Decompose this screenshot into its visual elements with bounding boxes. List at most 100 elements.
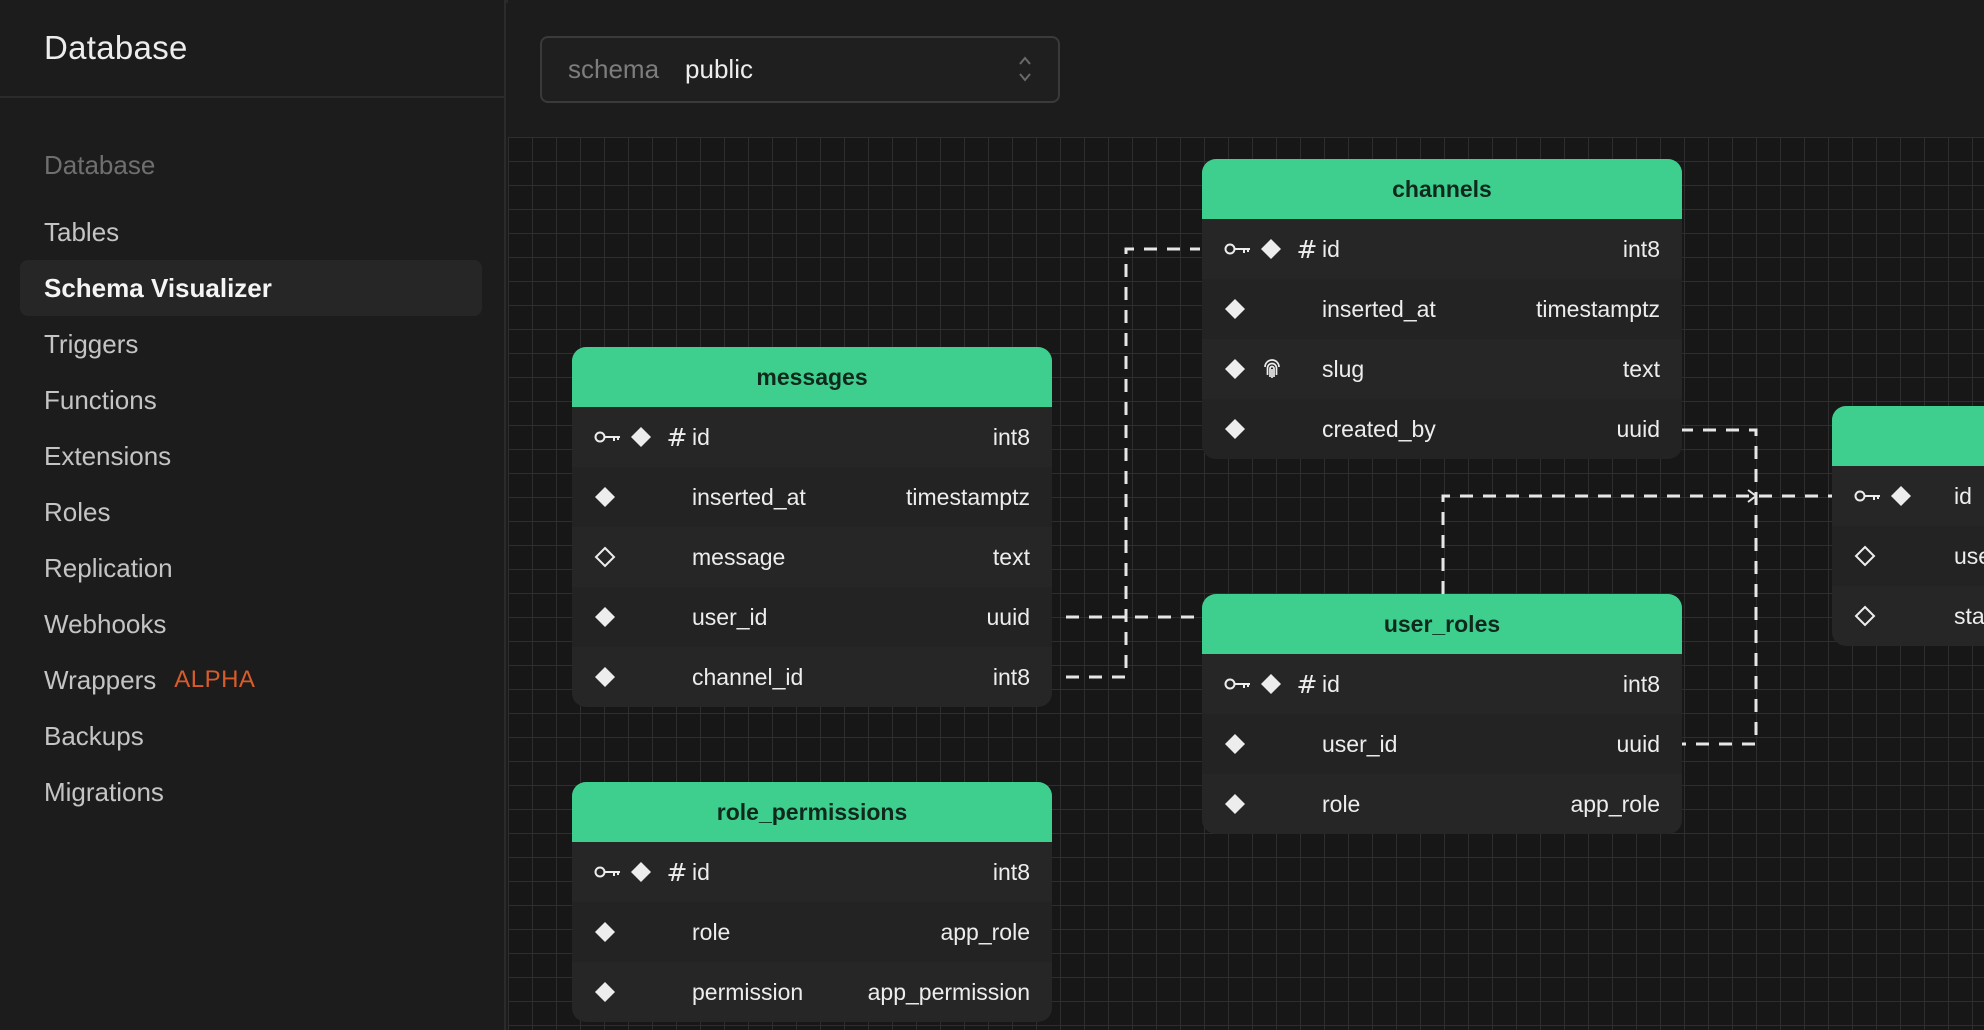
sidebar-header: Database (0, 0, 504, 98)
column-type: timestamptz (906, 484, 1030, 510)
column-name: slug (1322, 356, 1365, 382)
schema-select-label: schema (568, 54, 660, 84)
table-column: id (1832, 466, 1984, 526)
column-name: sta (1954, 603, 1984, 629)
diamond-filled-icon (631, 427, 651, 447)
table-header: role_permissions (572, 782, 1052, 842)
sidebar-item-wrappers[interactable]: Wrappers ALPHA (20, 652, 482, 708)
column-type: text (992, 544, 1030, 570)
sidebar-item-migrations[interactable]: Migrations (20, 764, 482, 820)
sidebar-item-roles[interactable]: Roles (20, 484, 482, 540)
sidebar-item-replication[interactable]: Replication (20, 540, 482, 596)
diamond-outline-icon (1854, 545, 1876, 567)
hash-icon: # (666, 857, 688, 887)
sidebar-item-label: Replication (44, 552, 173, 583)
table-role-permissions[interactable]: role_permissions # id int8 role app_role… (572, 782, 1052, 1022)
schema-select[interactable]: schema public (540, 36, 1060, 103)
key-icon (1224, 678, 1250, 690)
sidebar-item-triggers[interactable]: Triggers (20, 316, 482, 372)
alpha-badge: ALPHA (174, 666, 256, 693)
column-type: int8 (992, 424, 1030, 450)
column-type: uuid (1616, 731, 1660, 757)
table-column: # id int8 (1202, 654, 1682, 714)
sidebar-item-label: Extensions (44, 440, 172, 471)
column-type: uuid (986, 604, 1030, 630)
table-column: created_by uuid (1202, 399, 1682, 459)
column-type: int8 (992, 664, 1030, 690)
column-name: created_by (1322, 416, 1436, 442)
column-name: channel_id (692, 664, 804, 690)
table-column: message text (572, 527, 1052, 587)
key-icon (1854, 490, 1880, 502)
key-icon (1224, 243, 1250, 255)
relation-line-channel (1066, 247, 1200, 679)
column-name: id (1322, 236, 1340, 262)
column-name: permission (692, 979, 804, 1005)
sidebar-item-label: Schema Visualizer (44, 272, 272, 303)
diamond-filled-icon (1225, 794, 1245, 814)
diamond-outline-icon (594, 546, 616, 568)
sidebar-item-label: Tables (44, 216, 120, 247)
table-column: # id int8 (572, 842, 1052, 902)
key-icon (594, 866, 620, 878)
diamond-filled-icon (631, 862, 651, 882)
diamond-filled-icon (1261, 674, 1281, 694)
schema-canvas[interactable]: schema public messages # id int8 (508, 0, 1984, 1030)
table-header (1832, 406, 1984, 466)
nav-section-label: Database (44, 150, 156, 180)
column-type: text (1622, 356, 1660, 382)
diamond-filled-icon (1261, 239, 1281, 259)
column-type: int8 (1622, 671, 1660, 697)
hash-icon: # (1296, 669, 1318, 699)
diamond-filled-icon (1225, 359, 1245, 379)
column-name: inserted_at (692, 484, 806, 510)
diamond-filled-icon (595, 667, 615, 687)
sidebar-item-label: Roles (44, 496, 111, 527)
column-type: uuid (1616, 416, 1660, 442)
sidebar-item-webhooks[interactable]: Webhooks (20, 596, 482, 652)
fingerprint-icon (1264, 359, 1280, 378)
column-name: message (692, 544, 786, 570)
sidebar-nav: Tables Schema Visualizer Triggers Functi… (20, 204, 482, 820)
sidebar-item-tables[interactable]: Tables (20, 204, 482, 260)
chevron-up-down-icon (1019, 56, 1031, 82)
sidebar-item-functions[interactable]: Functions (20, 372, 482, 428)
diamond-filled-icon (1225, 419, 1245, 439)
sidebar-item-label: Wrappers (44, 664, 157, 695)
table-channels[interactable]: channels # id int8 inserted_at timestamp… (1202, 159, 1682, 459)
table-column: role app_role (1202, 774, 1682, 834)
column-name: id (692, 859, 710, 885)
sidebar-item-label: Triggers (44, 328, 139, 359)
column-name: id (692, 424, 710, 450)
sidebar-item-schema-visualizer[interactable]: Schema Visualizer (20, 260, 482, 316)
table-messages[interactable]: messages # id int8 inserted_at timestamp… (572, 347, 1052, 707)
relation-line-user-roles (1441, 494, 1832, 594)
table-column: user_id uuid (572, 587, 1052, 647)
sidebar-item-label: Backups (44, 720, 144, 751)
table-column: inserted_at timestamptz (572, 467, 1052, 527)
hash-icon: # (666, 422, 688, 452)
sidebar-item-extensions[interactable]: Extensions (20, 428, 482, 484)
table-column: permission app_permission (572, 962, 1052, 1022)
relationship-lines (1066, 247, 1832, 746)
table-header: messages (572, 347, 1052, 407)
table-column: # id int8 (572, 407, 1052, 467)
column-name: user_id (1322, 731, 1398, 757)
sidebar-item-backups[interactable]: Backups (20, 708, 482, 764)
table-header: user_roles (1202, 594, 1682, 654)
key-icon (594, 431, 620, 443)
diamond-filled-icon (1225, 299, 1245, 319)
sidebar-item-label: Functions (44, 384, 157, 415)
column-name: role (1322, 791, 1361, 817)
sidebar-item-label: Webhooks (44, 608, 167, 639)
column-name: id (1954, 483, 1972, 509)
table-header: channels (1202, 159, 1682, 219)
hash-icon: # (1296, 234, 1318, 264)
schema-select-value: public (685, 54, 753, 84)
column-type: int8 (992, 859, 1030, 885)
table-column: user_id uuid (1202, 714, 1682, 774)
diamond-filled-icon (1225, 734, 1245, 754)
table-partial[interactable]: id use sta (1832, 406, 1984, 646)
canvas-toolbar: schema public (508, 0, 1984, 137)
table-user-roles[interactable]: user_roles # id int8 user_id uuid role a… (1202, 594, 1682, 834)
